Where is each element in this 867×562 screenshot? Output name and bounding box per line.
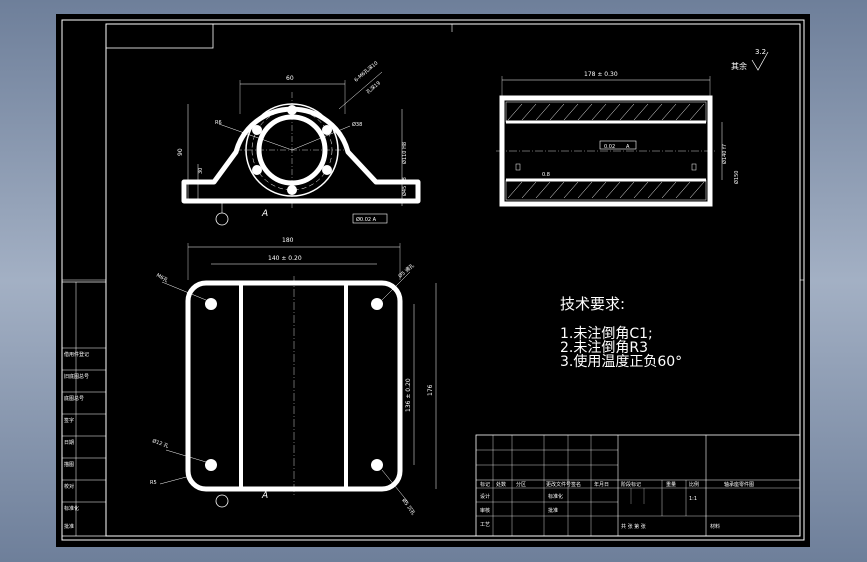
dim-hole-callout: 6-M6孔深10: [353, 60, 380, 84]
notes-line-3: 3.使用温度正负60°: [560, 353, 682, 370]
tb-design: 设计: [480, 493, 490, 500]
tb-scale-value: 1:1: [689, 496, 697, 502]
dim-plan-height: 176: [427, 384, 434, 396]
tolerance-frame: [352, 213, 388, 224]
front-view: 60 6-M6孔深10 孔深19 90 30 R6 Ø38 Ø110 H8 Ø4…: [177, 60, 421, 226]
dim-height-30: 30: [198, 168, 204, 174]
dim-r6: R6: [215, 120, 222, 126]
strip-text-0: 借用件登记: [64, 351, 89, 358]
dim-plan-height-inner: 136 ± 0.20: [405, 378, 412, 412]
side-hatch-bottom: [507, 181, 705, 199]
tb-approve: 批准: [548, 507, 558, 514]
tb-label-1: 处数: [496, 481, 506, 488]
roughness-value: 3.2: [755, 48, 766, 56]
callout-tr: Ø5 通孔: [397, 262, 416, 279]
strip-text-6: 校对: [64, 483, 74, 490]
notes-line-1: 1.未注倒角C1;: [560, 326, 653, 342]
front-hole-5: [252, 165, 262, 175]
tb-name: 轴承座零件图: [724, 481, 754, 488]
tb-label-3: 更改文件号: [546, 481, 571, 488]
dim-d45: Ø45 H8: [401, 177, 408, 196]
dim-side-ref-sym: A: [626, 144, 630, 150]
dim-side-small: 0.8: [542, 172, 550, 178]
technical-notes: 技术要求: 1.未注倒角C1; 2.未注倒角R3 3.使用温度正负60°: [560, 295, 682, 370]
tb-craft: 工艺: [480, 522, 490, 528]
dim-height-90: 90: [177, 148, 184, 156]
tb-std: 标准化: [548, 493, 563, 500]
callout-bl: Ø12 孔: [151, 437, 169, 449]
side-tol-frame: [599, 140, 637, 150]
front-hole-6: [252, 125, 262, 135]
dim-plan-width: 180: [282, 237, 294, 244]
plan-hole-tr: [371, 298, 383, 310]
datum-a-plan: [215, 494, 229, 508]
tb-label-2: 分区: [516, 481, 526, 488]
front-hole-3: [322, 165, 332, 175]
plan-hole-br: [371, 459, 383, 471]
side-view: 0.02 A 178 ± 0.30 Ø140 f7 Ø150 0.8: [496, 71, 740, 207]
strip-text-4: 日期: [64, 440, 74, 446]
title-block: 标记 处数 分区 更改文件号 签名 年月日 设计 审核 工艺 标准化 批准 阶段…: [475, 434, 801, 537]
top-left-box: [105, 23, 214, 49]
front-hole-2: [322, 125, 332, 135]
tb-label-5: 年月日: [594, 481, 609, 488]
section-mark-a: A: [261, 209, 268, 219]
drawing-sheet: 借用件登记 旧底图总号 底图总号 签字 日期 描图 校对 标准化 批准 60 6…: [56, 14, 810, 547]
tb-label-0: 标记: [480, 481, 490, 488]
strip-text-8: 批准: [64, 523, 74, 530]
strip-text-5: 描图: [64, 461, 74, 468]
dim-side-d150: Ø150: [733, 171, 740, 184]
plan-hole-bl: [205, 459, 217, 471]
dim-top-width: 60: [286, 75, 294, 82]
notes-heading: 技术要求:: [560, 295, 625, 313]
tb-material: 材料: [710, 523, 720, 530]
dim-hole-callout-2: 孔深19: [365, 80, 382, 96]
datum-a-front: [215, 212, 229, 226]
plan-view: 180 140 ± 0.20 136 ± 0.20 176 M6孔 Ø5 通孔 …: [150, 237, 437, 516]
strip-text-2: 底图总号: [64, 395, 84, 402]
roughness-label: 其余: [731, 61, 747, 71]
front-hole-1: [287, 105, 297, 115]
tb-sheets: 共 张 第 张: [621, 523, 646, 530]
roughness-check-icon: [751, 51, 769, 71]
front-hole-4: [287, 185, 297, 195]
drawing-canvas: 借用件登记 旧底图总号 底图总号 签字 日期 描图 校对 标准化 批准 60 6…: [61, 19, 805, 541]
plan-hole-tl: [205, 298, 217, 310]
tb-weight: 重量: [666, 481, 676, 488]
strip-text-7: 标准化: [64, 505, 79, 512]
callout-bl2: R5: [150, 480, 157, 486]
tb-stage: 阶段标记: [621, 481, 641, 488]
dim-base-tol: Ø0.02 A: [356, 216, 377, 223]
tb-scale: 比例: [689, 481, 699, 488]
dim-side-d140: Ø140 f7: [721, 144, 728, 164]
tb-review: 审核: [480, 507, 490, 514]
notes-line-2: 2.未注倒角R3: [560, 340, 648, 356]
tb-label-4: 签名: [571, 481, 581, 488]
dim-d38: Ø38: [352, 121, 362, 128]
strip-text-1: 旧底图总号: [64, 373, 89, 380]
roughness-symbol: 其余 3.2: [731, 48, 769, 71]
section-mark-a-plan: A: [261, 491, 268, 501]
dim-plan-inner: 140 ± 0.20: [268, 255, 302, 262]
dim-d110: Ø110 H8: [401, 142, 408, 164]
left-strip: 借用件登记 旧底图总号 底图总号 签字 日期 描图 校对 标准化 批准: [61, 281, 107, 537]
callout-br: Ø5 沉孔: [400, 497, 416, 516]
strip-text-3: 签字: [64, 417, 74, 424]
side-hatch-top: [507, 103, 705, 121]
dim-side-ref: 0.02: [604, 144, 615, 150]
front-outline: [181, 106, 421, 204]
dim-side-length: 178 ± 0.30: [584, 71, 618, 78]
